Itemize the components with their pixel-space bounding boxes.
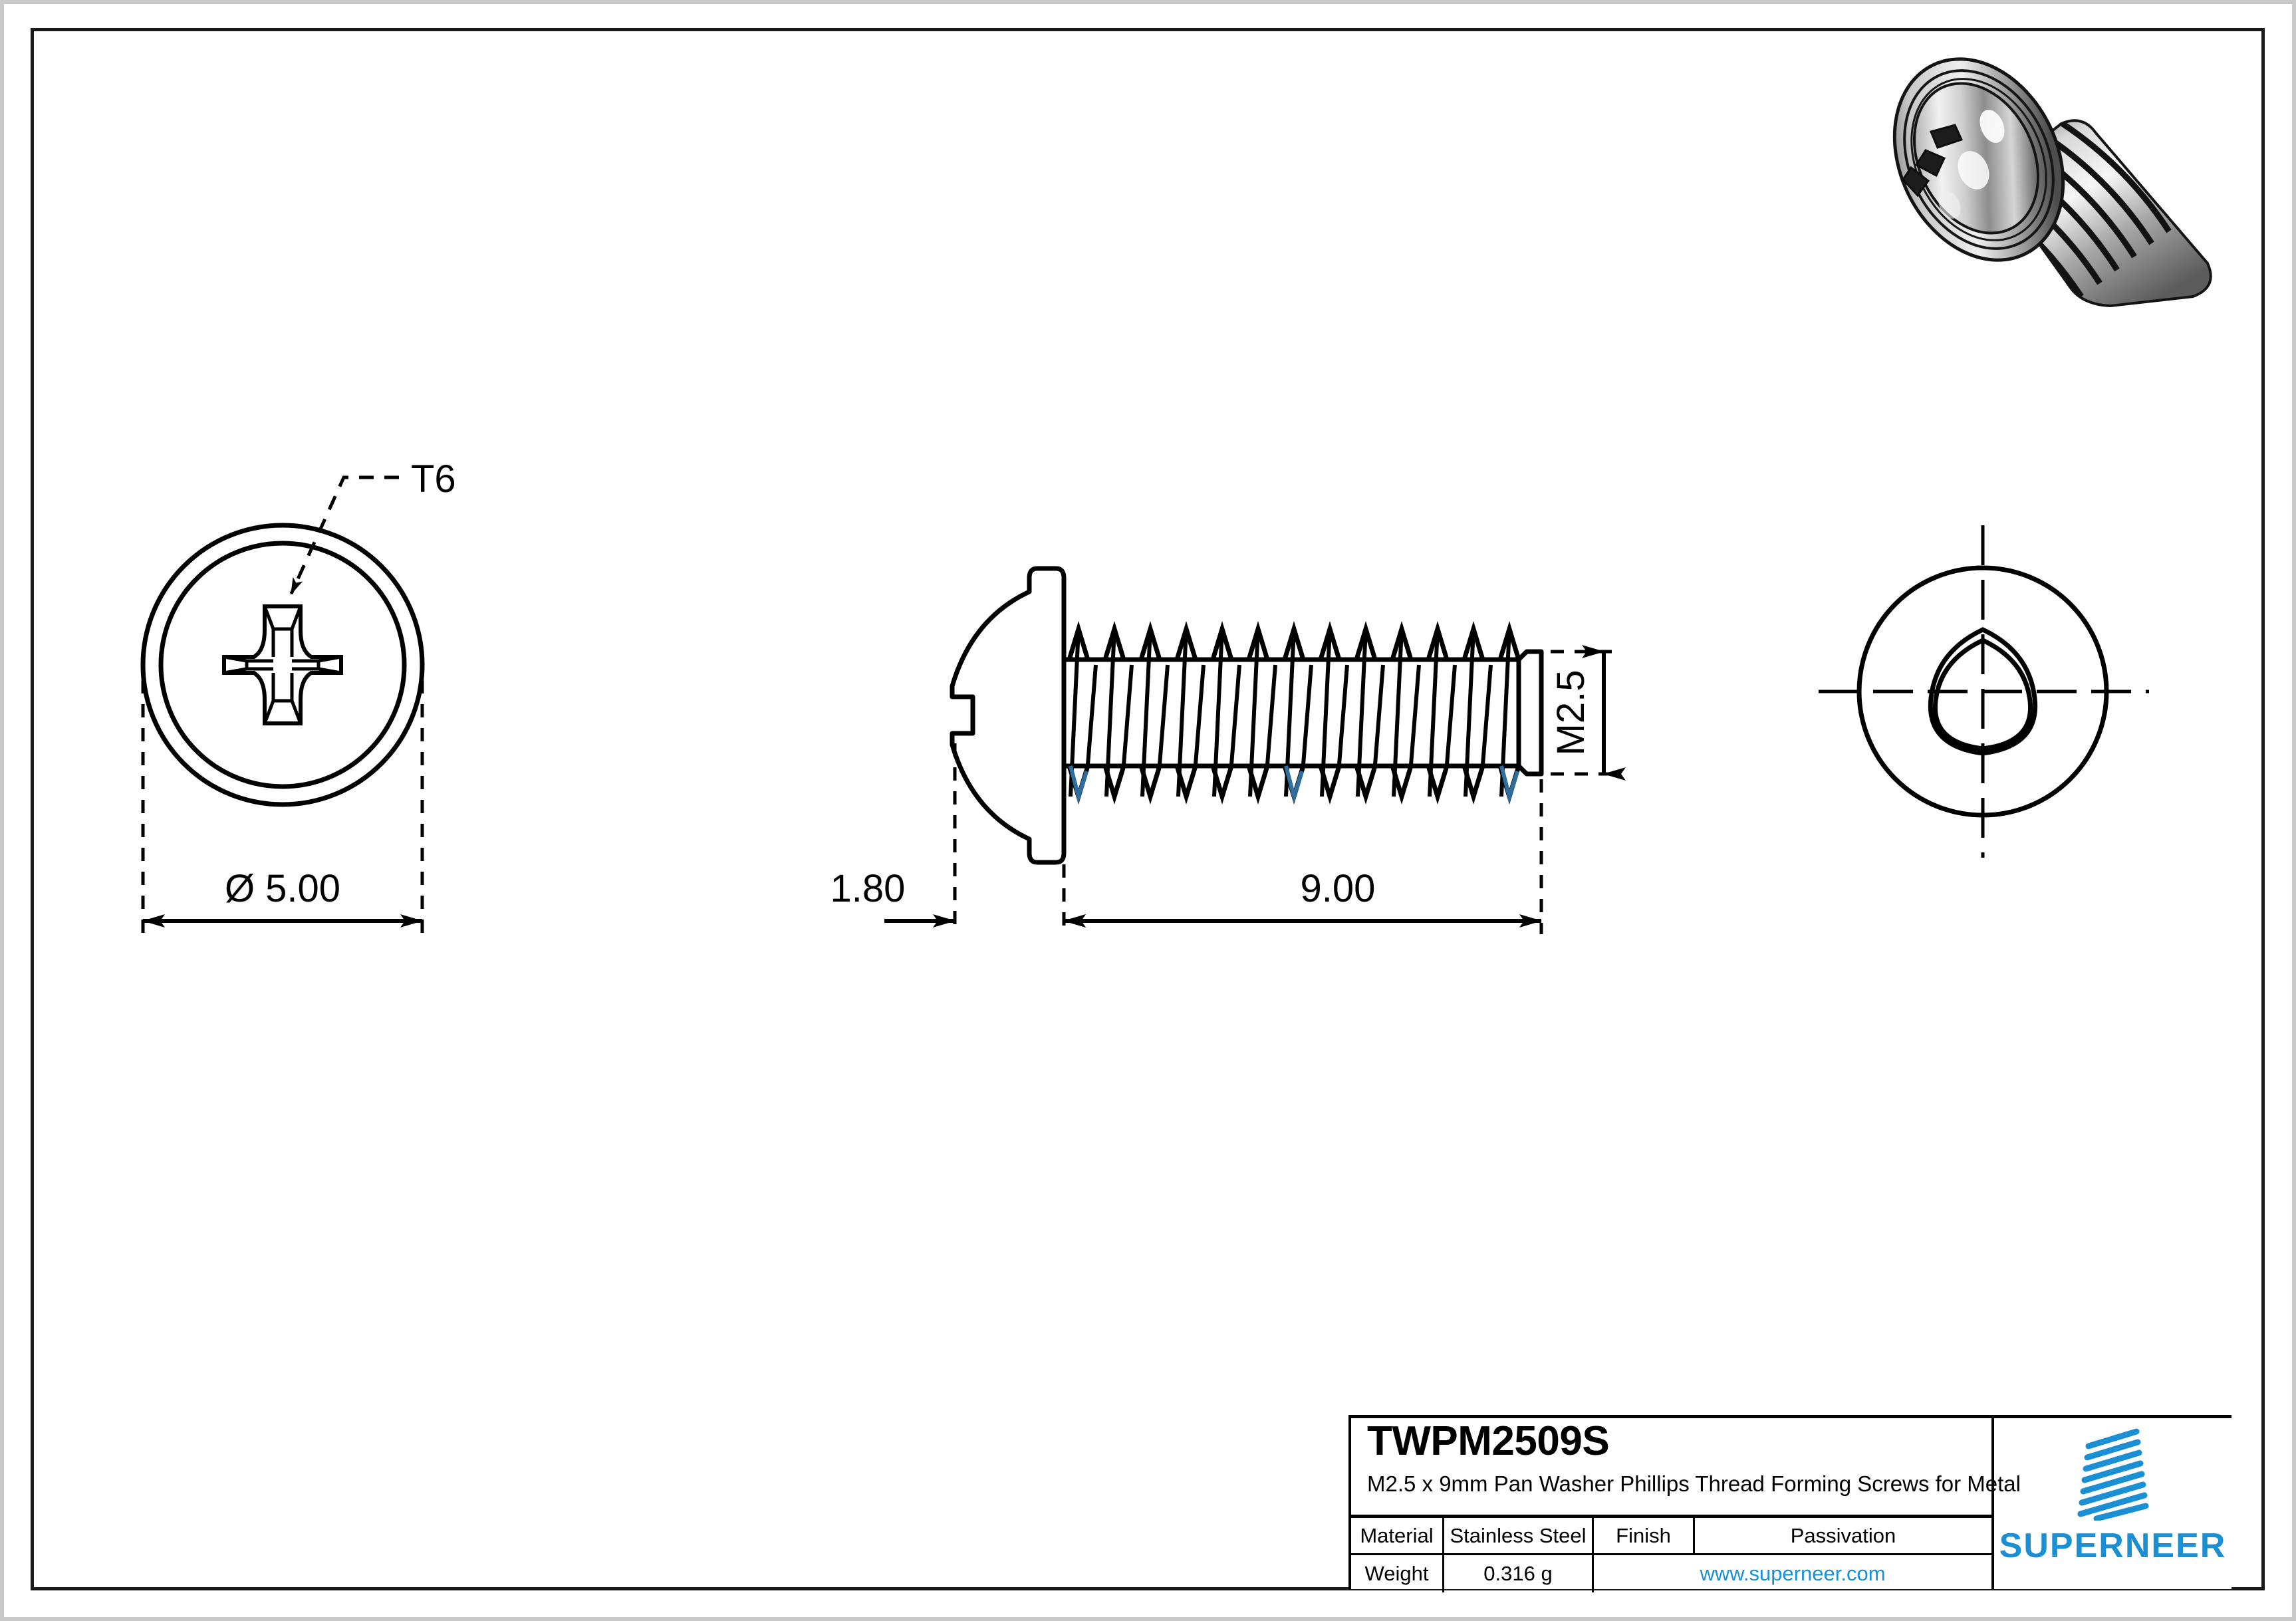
finish-label: Finish <box>1594 1518 1695 1553</box>
phillips-recess-facets <box>223 606 342 724</box>
part-number: TWPM2509S <box>1367 1418 1610 1464</box>
website-link[interactable]: www.superneer.com <box>1700 1562 1886 1585</box>
trilobe-outer-profile <box>1928 627 2038 756</box>
material-label: Material <box>1351 1518 1444 1553</box>
rear-view-group <box>1819 525 2149 858</box>
finish-value: Passivation <box>1790 1523 1896 1547</box>
head-outer-circle <box>140 523 425 807</box>
weight-row: Weight 0.316 g www.superneer.com <box>1351 1555 1991 1592</box>
part-description: M2.5 x 9mm Pan Washer Phillips Thread Fo… <box>1367 1471 2021 1496</box>
screw-3d-render <box>1862 27 2261 319</box>
t6-callout-label: T6 <box>411 457 456 501</box>
side-view-group: M2.5 1.80 9.00 <box>830 566 1626 934</box>
rear-head-circle <box>1856 565 2109 818</box>
drawing-border-frame <box>31 28 2265 1590</box>
render-phillips-recess <box>1902 124 1964 197</box>
weight-label: Weight <box>1351 1555 1444 1592</box>
title-block-header: TWPM2509S M2.5 x 9mm Pan Washer Phillips… <box>1351 1418 2021 1518</box>
weight-value: 0.316 g <box>1444 1555 1594 1592</box>
front-view-group: T6 Ø 5.00 <box>140 457 456 934</box>
head-diameter-label: Ø 5.00 <box>225 867 340 910</box>
brand-panel: SUPERNEER <box>1994 1418 2232 1589</box>
thread-length-label: 9.00 <box>1301 867 1376 910</box>
thread-flank-lines <box>1069 628 1511 797</box>
render-head-dome <box>1902 82 2040 235</box>
trilobe-inner-profile <box>1932 638 2033 751</box>
screw-3d-svg <box>1892 57 2212 308</box>
title-block: TWPM2509S M2.5 x 9mm Pan Washer Phillips… <box>1348 1415 2232 1592</box>
material-value: Stainless Steel <box>1444 1518 1594 1553</box>
material-row: Material Stainless Steel Finish Passivat… <box>1351 1518 1991 1555</box>
brand-wordmark: SUPERNEER <box>1999 1527 2227 1565</box>
pan-washer-head-profile <box>950 566 1067 865</box>
phillips-recess-outline <box>222 604 343 725</box>
thread-start-accent <box>1069 765 1519 804</box>
superneer-logo-icon <box>2077 1428 2148 1521</box>
thread-size-label: M2.5 <box>1549 670 1593 756</box>
t6-leader-line <box>289 475 399 595</box>
thread-tip-chamfer <box>1516 649 1544 777</box>
head-height-label: 1.80 <box>830 867 906 910</box>
title-block-main: TWPM2509S M2.5 x 9mm Pan Washer Phillips… <box>1351 1418 2021 1592</box>
head-inner-circle <box>158 541 407 789</box>
